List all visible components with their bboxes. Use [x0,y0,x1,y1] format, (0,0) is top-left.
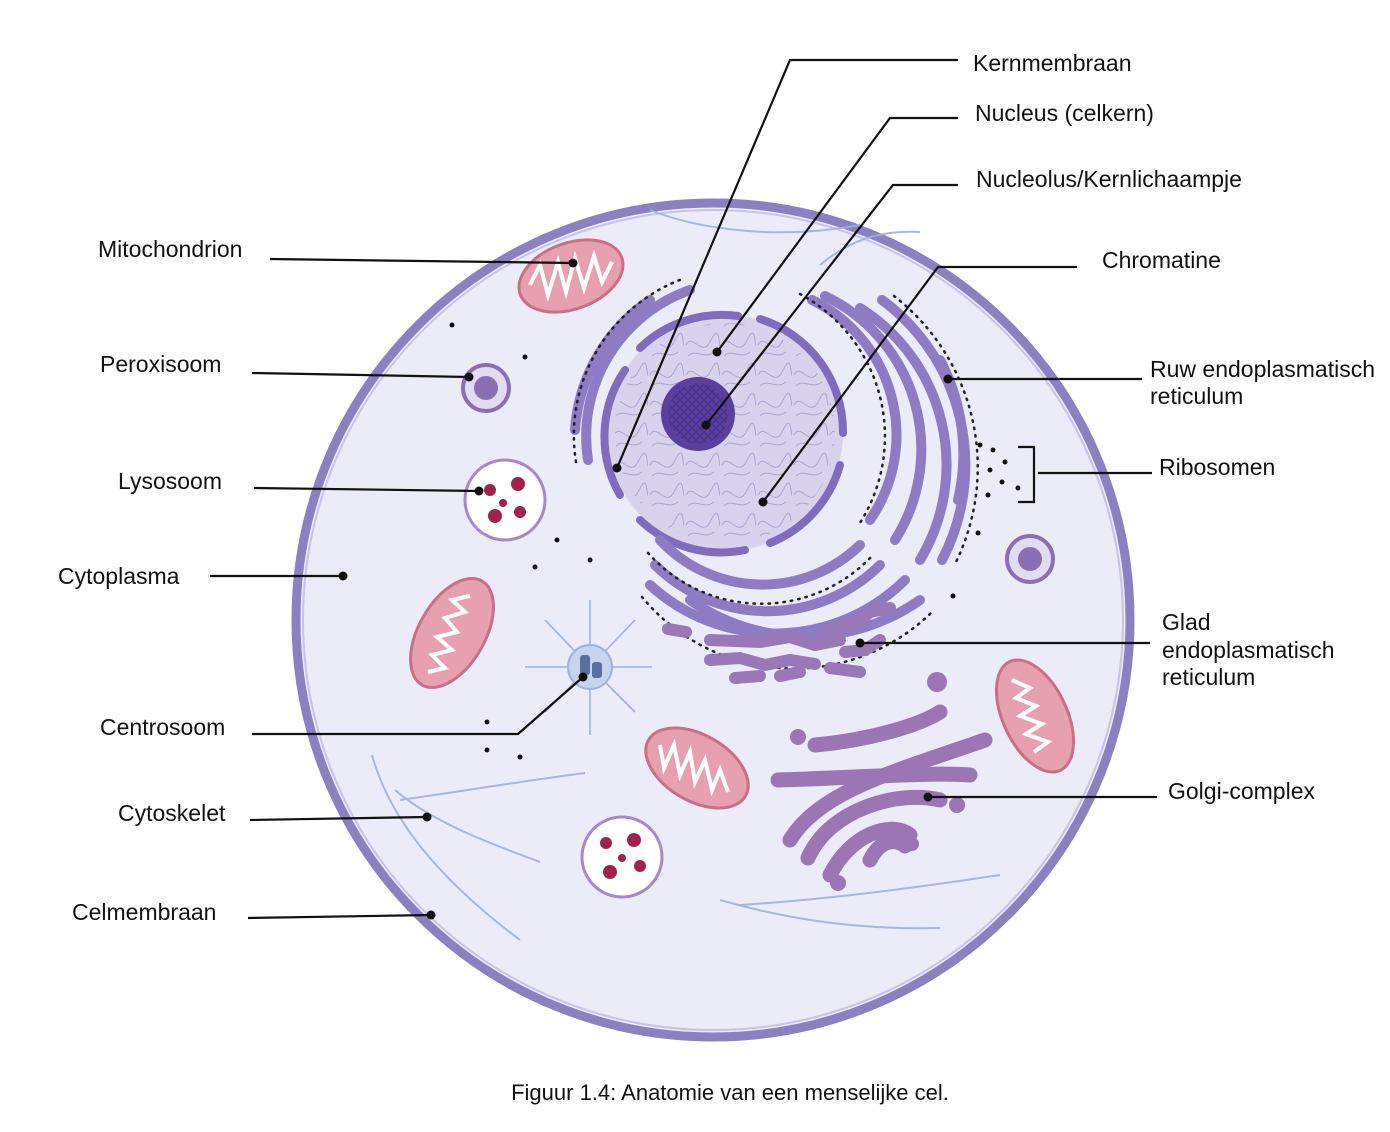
lysosome [580,815,664,899]
label-glad-er-line1: Glad [1162,609,1211,635]
nuclear-envelope-segment [756,315,848,437]
leader-lines [210,58,1157,920]
rough-er [570,285,971,642]
nuclear-envelope-segment [636,310,742,352]
leader-endpoints [338,258,953,920]
label-mitochondrion: Mitochondrion [98,236,242,262]
label-celmembraan: Celmembraan [72,899,216,925]
cell-membrane-inner-line [302,209,1124,1031]
label-ribosomen: Ribosomen [1159,454,1275,480]
label-ruw-er-line1: Ruw endoplasmatisch [1150,356,1375,382]
label-nucleolus: Nucleolus/Kernlichaampje [976,166,1242,192]
nucleus [600,310,848,557]
label-nucleus: Nucleus (celkern) [975,100,1154,126]
nucleolus-texture [668,384,728,444]
golgi-complex [770,704,993,883]
label-golgi: Golgi-complex [1168,778,1315,804]
free-ribosomes [449,322,1021,760]
smooth-er [662,602,896,684]
nuclear-envelope-segment [636,516,749,557]
mitochondrion [994,658,1076,774]
lysosome [463,458,547,542]
nuclear-envelope-segment [766,461,844,547]
label-kernmembraan: Kernmembraan [973,50,1132,76]
label-glad-er-line3: reticulum [1162,664,1255,690]
mitochondrion [644,726,750,810]
label-lysosoom: Lysosoom [118,468,222,494]
peroxisome [461,363,511,413]
label-centrosoom: Centrosoom [100,714,225,740]
cytoskeleton [371,209,1001,941]
label-chromatine: Chromatine [1102,247,1221,273]
golgi-vesicles [790,672,965,891]
label-ruw-er-line2: reticulum [1150,383,1243,409]
label-cytoplasma: Cytoplasma [58,563,180,589]
nuclear-envelope-segment [600,366,629,499]
labels: Kernmembraan Nucleus (celkern) Nucleolus… [58,50,1375,925]
label-peroxisoom: Peroxisoom [100,351,221,377]
peroxisome [1005,534,1055,584]
label-cytoskelet: Cytoskelet [118,800,226,826]
mitochondrion [409,576,495,690]
mitochondrion [517,238,625,314]
label-glad-er-line2: endoplasmatisch [1162,637,1335,663]
figure-caption: Figuur 1.4: Anatomie van een menselijke … [511,1080,949,1105]
